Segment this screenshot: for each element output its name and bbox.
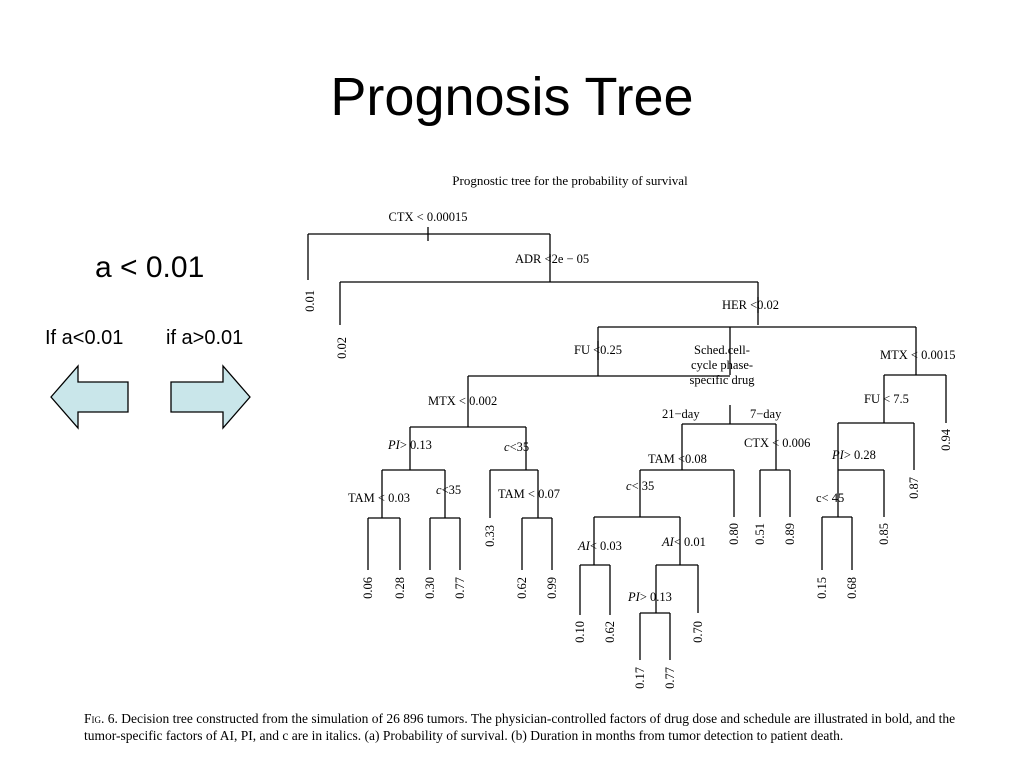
leaf-0.62-b: 0.62 — [603, 621, 617, 643]
split-tam-0.03: TAM < 0.03 — [348, 491, 410, 505]
split-mtx-0.002: MTX < 0.002 — [428, 394, 497, 408]
leaf-0.80: 0.80 — [727, 523, 741, 545]
split-c-35-c: c< 35 — [626, 479, 654, 493]
split-sched-line2: cycle phase- — [691, 358, 753, 372]
leaf-0.17: 0.17 — [633, 667, 647, 689]
leaf-0.51: 0.51 — [753, 523, 767, 545]
leaf-0.62-a: 0.62 — [515, 577, 529, 599]
leaf-0.01: 0.01 — [303, 290, 317, 312]
leaf-0.85: 0.85 — [877, 523, 891, 545]
leaf-0.94: 0.94 — [939, 428, 953, 451]
split-pi-0.28: PI> 0.28 — [831, 448, 876, 462]
leaf-0.15: 0.15 — [815, 577, 829, 599]
arrow-left-icon[interactable] — [50, 364, 132, 430]
split-mtx-0.0015: MTX < 0.0015 — [880, 348, 955, 362]
leaf-0.77-a: 0.77 — [453, 577, 467, 599]
leaf-0.77-b: 0.77 — [663, 667, 677, 689]
split-sched-line1: Sched.cell- — [694, 343, 750, 357]
arrow-right-icon[interactable] — [170, 364, 252, 430]
split-her: HER <0.02 — [722, 298, 779, 312]
leaf-0.68: 0.68 — [845, 577, 859, 599]
leaf-0.89: 0.89 — [783, 523, 797, 545]
slide-title: Prognosis Tree — [330, 67, 694, 127]
split-ctx-0.006: CTX < 0.006 — [744, 436, 810, 450]
split-pi-0.13: PI> 0.13 — [387, 438, 432, 452]
split-fu-0.25: FU <0.25 — [574, 343, 622, 357]
leaf-0.33: 0.33 — [483, 525, 497, 547]
split-tam-0.07: TAM < 0.07 — [498, 487, 560, 501]
figure-caption-text: Decision tree constructed from the simul… — [84, 711, 956, 743]
figure-number: Fig. 6. — [84, 711, 118, 726]
split-ai-0.01: AI< 0.01 — [661, 535, 706, 549]
leaf-0.99: 0.99 — [545, 577, 559, 599]
label-7-day: 7−day — [750, 407, 782, 421]
split-tam-0.08: TAM <0.08 — [648, 452, 707, 466]
figure-caption: Fig. 6. Decision tree constructed from t… — [84, 711, 964, 744]
split-ai-0.03: AI< 0.03 — [577, 539, 622, 553]
leaf-0.02: 0.02 — [335, 337, 349, 359]
leaf-0.28: 0.28 — [393, 577, 407, 599]
split-c-45: c< 45 — [816, 491, 844, 505]
split-c-35-b: c<35 — [504, 440, 529, 454]
prognostic-tree-diagram: Prognostic tree for the probability of s… — [303, 173, 955, 689]
tree-title: Prognostic tree for the probability of s… — [452, 173, 688, 188]
condition-label: a < 0.01 — [95, 251, 205, 284]
leaf-0.70: 0.70 — [691, 621, 705, 643]
left-condition-label: If a<0.01 — [45, 327, 124, 349]
leaf-0.30: 0.30 — [423, 577, 437, 599]
leaf-0.10: 0.10 — [573, 621, 587, 643]
split-ctx-root: CTX < 0.00015 — [389, 210, 468, 224]
right-condition-label: if a>0.01 — [166, 327, 244, 349]
split-fu-7.5: FU < 7.5 — [864, 392, 909, 406]
split-sched-line3: specific drug — [690, 373, 756, 387]
leaf-0.87: 0.87 — [907, 477, 921, 499]
split-c-35-a: c<35 — [436, 483, 461, 497]
split-adr: ADR <2e − 05 — [515, 252, 589, 266]
split-pi-0.13-b: PI> 0.13 — [627, 590, 672, 604]
leaf-0.06: 0.06 — [361, 577, 375, 599]
label-21-day: 21−day — [662, 407, 700, 421]
